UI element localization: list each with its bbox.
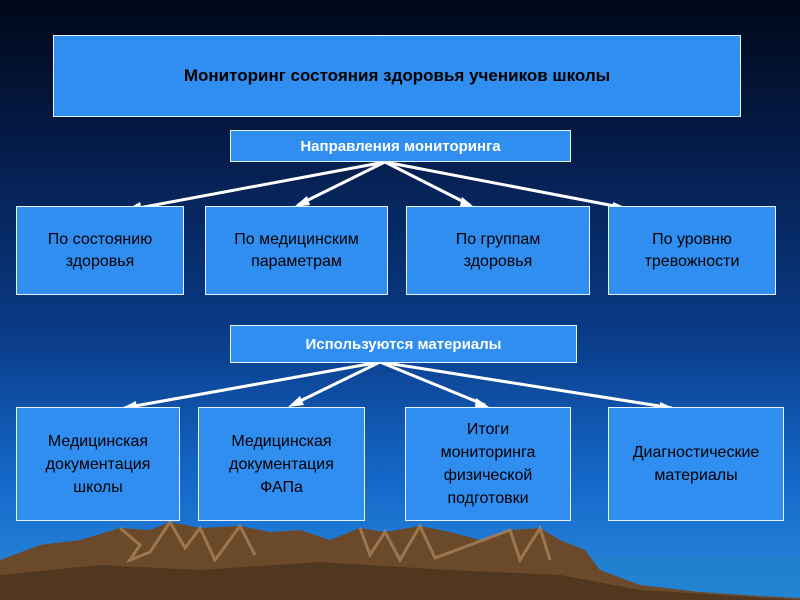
material-box-school-docs: Медицинская документация школы <box>16 407 180 521</box>
material-box-fap-docs: Медицинская документация ФАПа <box>198 407 365 521</box>
material-label: Диагностические материалы <box>632 444 760 484</box>
direction-box-health-groups: По группам здоровья <box>406 206 590 295</box>
main-title-box: Мониторинг состояния здоровья учеников ш… <box>53 35 741 117</box>
material-label: Итоги мониторинга физической подготовки <box>440 421 536 507</box>
material-box-diagnostic: Диагностические материалы <box>608 407 784 521</box>
direction-label: По группам здоровья <box>455 230 541 270</box>
materials-header: Используются материалы <box>305 335 502 353</box>
material-box-fitness-results: Итоги мониторинга физической подготовки <box>405 407 571 521</box>
direction-label: По уровню тревожности <box>644 230 740 270</box>
directions-header: Направления мониторинга <box>300 137 501 155</box>
direction-box-anxiety-level: По уровню тревожности <box>608 206 776 295</box>
direction-arrows <box>127 160 626 212</box>
material-label: Медицинская документация ФАПа <box>229 432 334 496</box>
materials-header-box: Используются материалы <box>230 325 577 363</box>
main-title: Мониторинг состояния здоровья учеников ш… <box>183 66 611 85</box>
mountain-highlights <box>119 519 552 564</box>
materials-arrows <box>123 360 673 410</box>
direction-box-health-state: По состоянию здоровья <box>16 206 184 295</box>
direction-box-medical-params: По медицинским параметрам <box>205 206 388 295</box>
mountain-shadow <box>0 562 800 600</box>
directions-header-box: Направления мониторинга <box>230 130 571 162</box>
direction-label: По медицинским параметрам <box>234 230 359 270</box>
direction-label: По состоянию здоровья <box>47 230 153 270</box>
material-label: Медицинская документация школы <box>45 432 151 496</box>
